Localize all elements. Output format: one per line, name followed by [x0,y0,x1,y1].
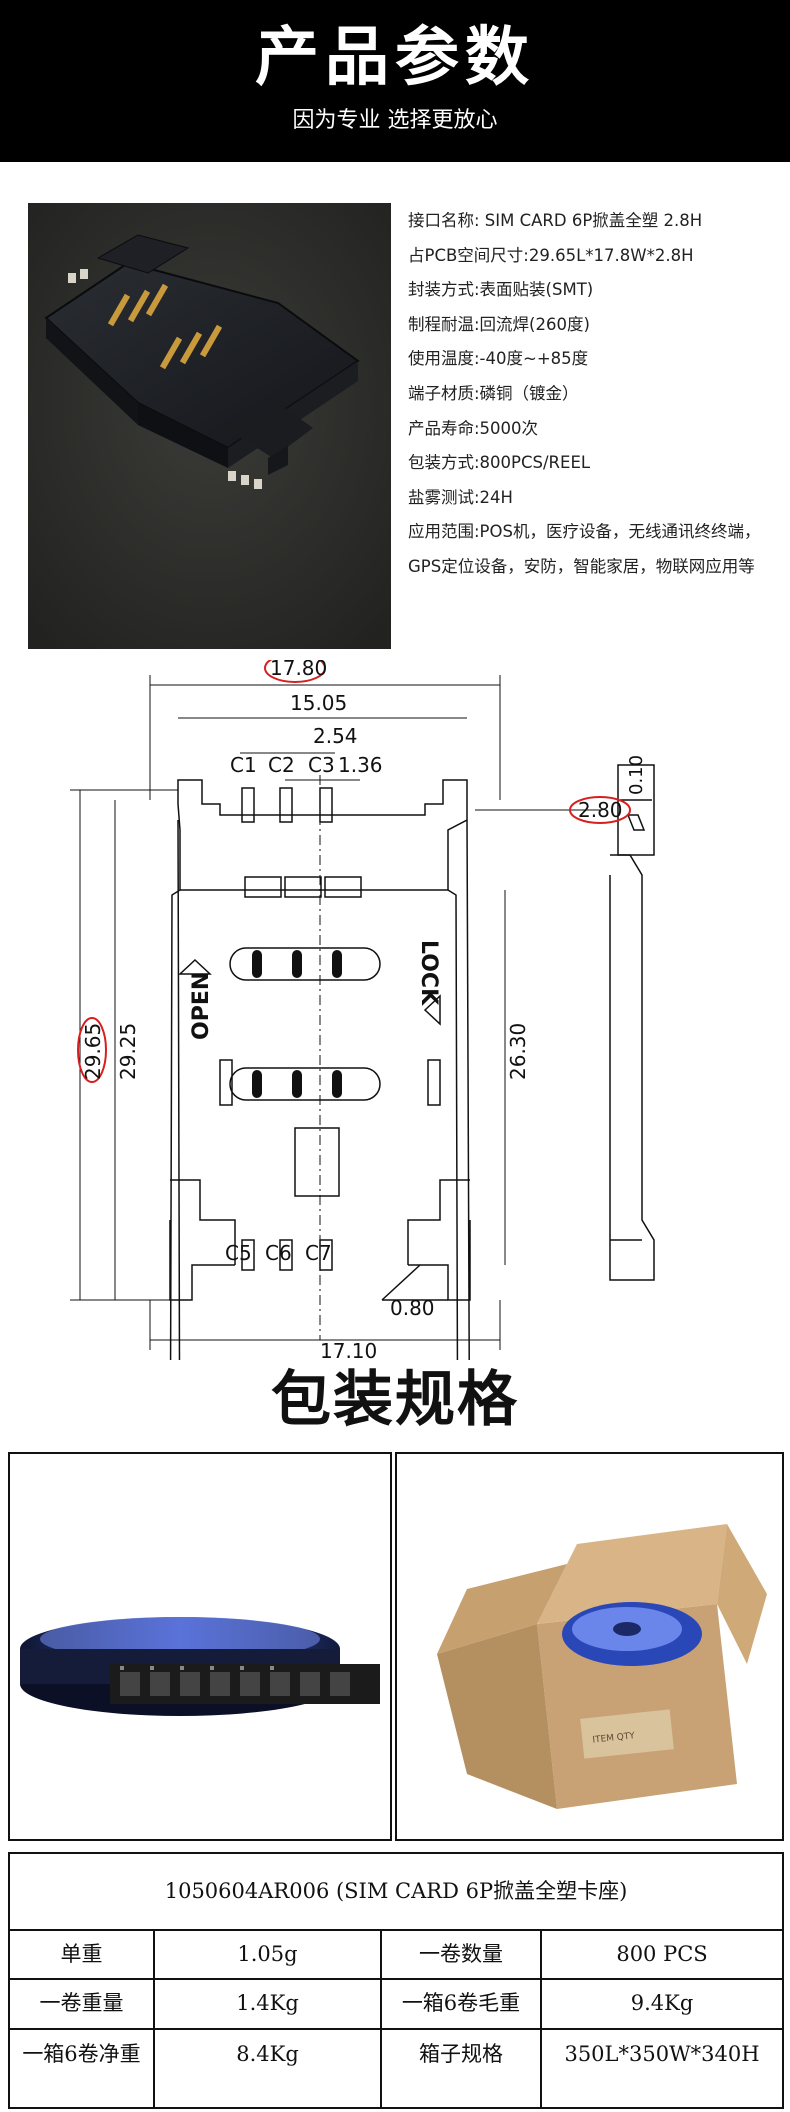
dim-pitch-2: 1.36 [338,753,383,777]
table-cell: 一卷重量 [39,1991,124,2015]
spec-item: 封装方式:表面贴装(SMT) [408,280,594,300]
product-photo [28,203,391,649]
spec-item: 端子材质:磷铜（镀金） [408,383,579,403]
table-cell: 一卷数量 [419,1942,503,1966]
table-cell: 1.4Kg [236,1991,299,2015]
technical-drawing: 17.80 15.05 2.54 1.36 C1 C2 C3 C5 C6 C7 … [30,653,770,1551]
contact-label-c6: C6 [265,1241,292,1265]
reel-photo [8,1452,392,1841]
dim-right: 26.30 [506,1023,530,1080]
table-cell: 箱子规格 [419,2042,503,2066]
dim-left-overall: 29.65 [81,1023,105,1080]
carton-label-text: ITEM QTY [592,1731,636,1745]
dim-bottom-small: 0.80 [390,1296,435,1320]
spec-item: 盐雾测试:24H [408,487,513,507]
contact-label-c5: C5 [225,1241,252,1265]
spec-item: 接口名称: SIM CARD 6P掀盖全塑 2.8H [408,211,703,230]
table-cell: 350L*350W*340H [564,2042,760,2066]
spec-item: 包装方式:800PCS/REEL [408,453,591,473]
table-cell: 1.05g [237,1942,298,1966]
dim-bottom: 17.10 [320,1339,377,1360]
dim-side-top: 0.10 [626,755,647,795]
dim-side-height: 2.80 [578,798,623,822]
table-cell: 8.4Kg [236,2042,299,2066]
dim-top-inner: 15.05 [290,691,347,715]
contact-label-c2: C2 [268,753,295,777]
dim-top-overall: 17.80 [270,660,327,680]
page-subtitle: 因为专业 选择更放心 [292,108,498,133]
table-cell: 一箱6卷净重 [22,2042,141,2066]
table-cell: 一箱6卷毛重 [401,1991,521,2015]
table-cell: 9.4Kg [630,1991,694,2015]
table-cell: 单重 [60,1942,103,1966]
label-open: OPEN [189,972,214,1040]
dim-pitch-1: 2.54 [313,724,358,748]
carton-photo: ITEM QTY [395,1452,784,1841]
contact-label-c1: C1 [230,753,257,777]
dim-left-inner: 29.25 [116,1023,140,1080]
spec-item: 制程耐温:回流焊(260度) [408,314,590,334]
spec-item: 使用温度:-40度~+85度 [408,349,589,369]
spec-item: 占PCB空间尺寸:29.65L*17.8W*2.8H [408,245,694,265]
contact-label-c7: C7 [305,1241,332,1265]
table-cell: 800 PCS [616,1942,708,1966]
spec-list: 接口名称: SIM CARD 6P掀盖全塑 2.8H 占PCB空间尺寸:29.6… [408,204,784,585]
packaging-title: 包装规格 [271,1365,519,1435]
header-banner: 产品参数 因为专业 选择更放心 [0,0,790,162]
page-title: 产品参数 [255,21,535,95]
spec-item: 产品寿命:5000次 [408,418,539,438]
spec-item: 应用范围:POS机，医疗设备，无线通讯终终端，GPS定位设备，安防，智能家居，物… [408,522,761,576]
contact-label-c3: C3 [308,753,335,777]
label-lock: LOCK [416,940,441,1006]
table-caption: 1050604AR006 (SIM CARD 6P掀盖全塑卡座) [10,1854,782,1931]
spec-table: 1050604AR006 (SIM CARD 6P掀盖全塑卡座) 单重 1.05… [8,1852,784,2109]
